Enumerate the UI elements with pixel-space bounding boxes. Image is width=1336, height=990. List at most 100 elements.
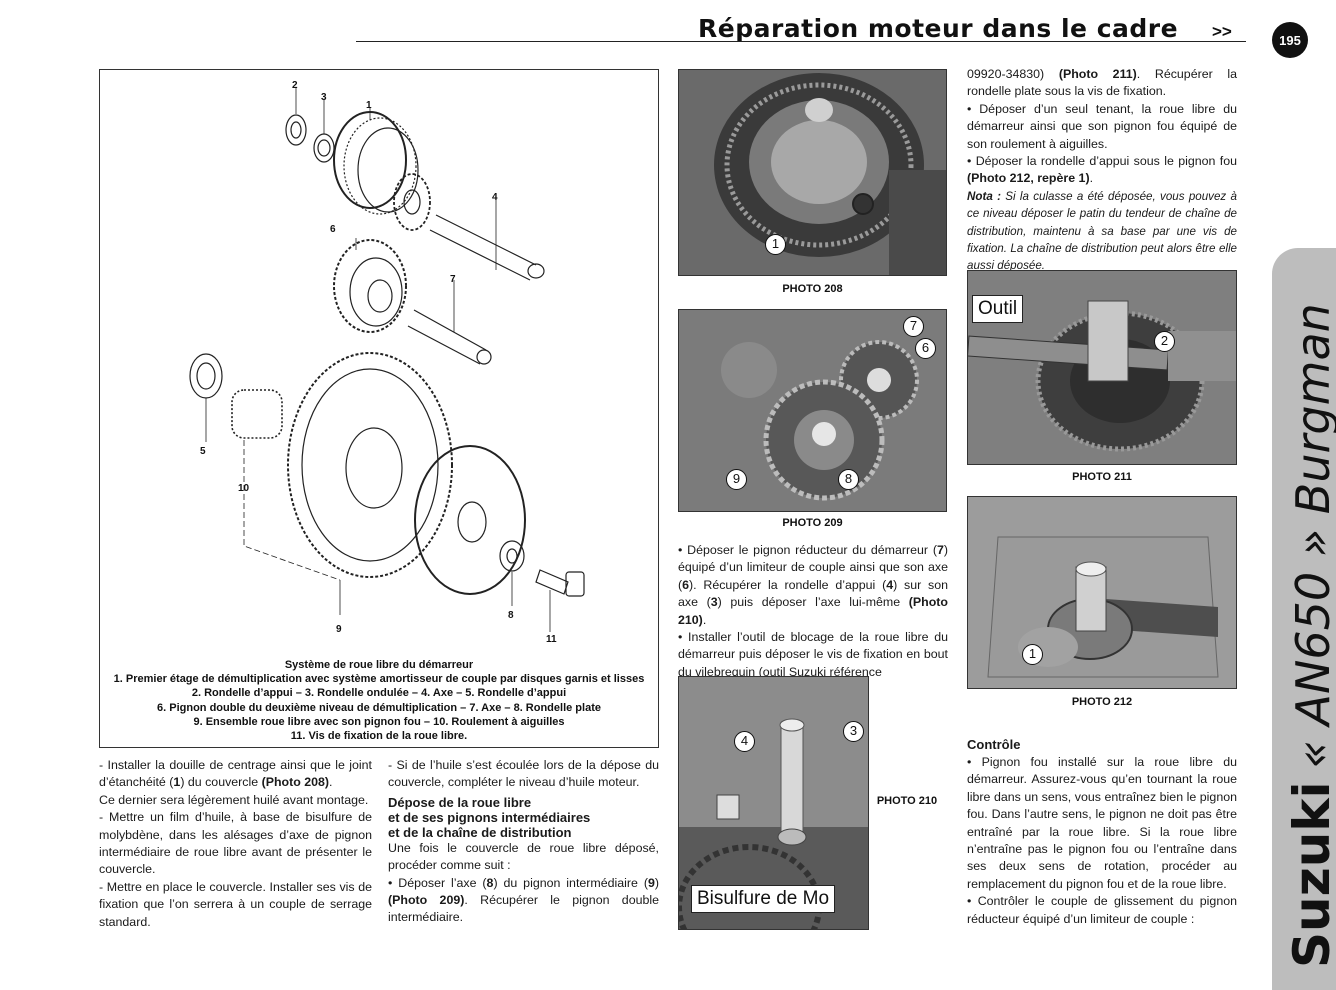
paragraph: - Installer la douille de centrage ainsi… — [99, 757, 372, 792]
photo-209-image — [679, 310, 946, 511]
text-column-3: • Déposer le pignon réducteur du démarre… — [678, 542, 948, 681]
part-label-5: 5 — [200, 446, 206, 457]
nota-paragraph: Nota : Si la culasse a été déposée, vous… — [967, 188, 1237, 275]
text: ) — [654, 875, 660, 890]
photo-marker-4: 4 — [734, 731, 755, 752]
paragraph: - Si de l’huile s’est écoulée lors de la… — [388, 758, 659, 790]
nota-text: Si la culasse a été déposée, vous pouvez… — [967, 189, 1237, 273]
ref-number: 3 — [710, 595, 718, 610]
text-column-2: - Si de l’huile s’est écoulée lors de la… — [388, 757, 659, 927]
text-column-controle: Contrôle • Pignon fou installé sur la ro… — [967, 737, 1237, 928]
photo-208: 1 — [678, 69, 947, 276]
part-label-4: 4 — [492, 192, 498, 203]
ref-number: 9 — [647, 875, 655, 890]
text: ) équipé d’un limiteur de couple ainsi q… — [678, 543, 948, 592]
paragraph: Ce dernier sera légèrement huilé avant m… — [99, 792, 369, 807]
text: ) du couvercle — [180, 775, 262, 790]
photo-212: 1 — [967, 496, 1237, 689]
side-tab-model: « AN650 » Burgman — [1286, 303, 1336, 769]
text: . — [329, 775, 333, 790]
exploded-diagram: 2 3 1 4 6 7 5 10 9 8 11 Système de roue … — [99, 69, 659, 748]
text: ) sur son axe ( — [678, 577, 949, 610]
heading-line: et de ses pignons intermédiaires — [388, 809, 591, 825]
page-number-badge: 195 — [1272, 22, 1308, 58]
text: 09920-34830) — [967, 67, 1059, 81]
page-title: Réparation moteur dans le cadre — [698, 14, 1179, 43]
caption-line: 9. Ensemble roue libre avec son pignon f… — [193, 715, 565, 728]
caption-line: 6. Pignon double du deuxième niveau de d… — [157, 701, 601, 714]
part-label-7: 7 — [450, 274, 456, 285]
caption-line: 11. Vis de fixation de la roue libre. — [290, 730, 468, 743]
part-label-11: 11 — [546, 634, 557, 645]
photo-210-caption: PHOTO 210 — [876, 795, 938, 807]
photo-marker-2: 2 — [1154, 331, 1175, 352]
heading-line: Dépose de la roue libre — [388, 794, 532, 810]
part-label-1: 1 — [366, 100, 372, 111]
photo-209-caption: PHOTO 209 — [782, 517, 843, 529]
caption-line: Système de roue libre du démarreur — [284, 659, 474, 671]
paragraph: • Déposer le pignon réducteur du démarre… — [678, 542, 948, 629]
photo-marker-6: 6 — [915, 338, 936, 359]
photo-ref: (Photo 211) — [1058, 67, 1137, 81]
paragraph: • Contrôler le couple de glissement du p… — [967, 894, 1237, 926]
photo-ref: (Photo 212, repère 1) — [967, 171, 1090, 186]
heading-line: et de la chaîne de distribution — [388, 824, 572, 840]
paragraph: Une fois le couvercle de roue libre dépo… — [388, 840, 659, 873]
side-tab-brand: Suzuki — [1283, 781, 1336, 968]
photo-211-caption: PHOTO 211 — [1072, 471, 1132, 483]
paragraph: • Installer l’outil de blocage de la rou… — [678, 630, 948, 679]
part-label-8: 8 — [508, 610, 514, 621]
text: • Déposer le pignon réducteur du démarre… — [678, 543, 937, 557]
text: . Récupérer la rondelle plate sous la vi… — [967, 67, 1238, 99]
part-label-9: 9 — [336, 624, 342, 635]
text: • Déposer l’axe ( — [388, 875, 487, 890]
text-column-1: - Installer la douille de centrage ainsi… — [99, 757, 372, 931]
paragraph: - Mettre un film d’huile, à base de bisu… — [99, 810, 372, 877]
ref-number: 8 — [486, 875, 494, 890]
paragraph: • Déposer la rondelle d’appui sous le pi… — [967, 153, 1237, 188]
part-label-2: 2 — [292, 80, 298, 91]
text: ) du pignon intermédiaire ( — [493, 875, 648, 890]
text: • Déposer la rondelle d’appui sous le pi… — [967, 154, 1237, 169]
photo-label-outil: Outil — [972, 295, 1024, 323]
text: . — [1089, 171, 1094, 186]
photo-marker-9: 9 — [726, 469, 747, 490]
text-column-4: 09920-34830) (Photo 211). Récupérer la r… — [967, 66, 1237, 275]
ref-number: 1 — [173, 775, 181, 790]
photo-marker-1: 1 — [1022, 644, 1043, 665]
photo-ref: (Photo 208) — [261, 775, 330, 790]
section-heading-controle: Contrôle — [967, 737, 1021, 752]
paragraph: • Déposer d’un seul tenant, la roue libr… — [967, 101, 1237, 151]
ref-number: 6 — [682, 577, 690, 592]
part-label-10: 10 — [238, 483, 250, 494]
ref-number: 4 — [886, 577, 894, 592]
photo-210: 4 3 Bisulfure de Mo — [678, 676, 869, 930]
text: . — [702, 612, 707, 627]
paragraph: 09920-34830) (Photo 211). Récupérer la r… — [967, 66, 1237, 101]
header-rule — [356, 41, 1246, 42]
text: ). Récupérer la rondelle d’appui ( — [689, 577, 887, 592]
ref-number: 7 — [936, 543, 944, 557]
photo-212-caption: PHOTO 212 — [1071, 696, 1133, 708]
photo-marker-1: 1 — [765, 234, 786, 255]
paragraph: • Déposer l’axe (8) du pignon intermédia… — [388, 875, 659, 927]
part-label-6: 6 — [330, 224, 336, 235]
caption-line: 1. Premier étage de démultiplication ave… — [113, 673, 645, 686]
text: - Installer la douille de centrage ainsi… — [99, 758, 372, 790]
diagram-caption: Système de roue libre du démarreur 1. Pr… — [100, 658, 658, 743]
exploded-diagram-drawing: 2 3 1 4 6 7 5 10 9 8 11 — [189, 80, 585, 645]
photo-ref: (Photo 210) — [678, 595, 948, 627]
side-tab-title: Suzuki « AN650 » Burgman — [1283, 303, 1336, 968]
paragraph: • Pignon fou installé sur la roue libre … — [967, 755, 1237, 891]
side-tab — [1272, 248, 1336, 990]
photo-marker-8: 8 — [838, 469, 859, 490]
photo-211: Outil 2 — [967, 270, 1237, 465]
paragraph: - Mettre en place le couvercle. Installe… — [99, 879, 372, 929]
text: . Récupérer le pignon double intermédiai… — [388, 893, 660, 925]
header-arrows: >> — [1212, 22, 1232, 41]
section-heading-depose: Dépose de la roue libre et de ses pignon… — [388, 795, 659, 840]
photo-208-caption: PHOTO 208 — [782, 283, 843, 295]
photo-ref: (Photo 209) — [388, 893, 465, 908]
part-label-3: 3 — [321, 92, 327, 103]
text: ) puis déposer l’axe lui-même — [717, 595, 909, 610]
